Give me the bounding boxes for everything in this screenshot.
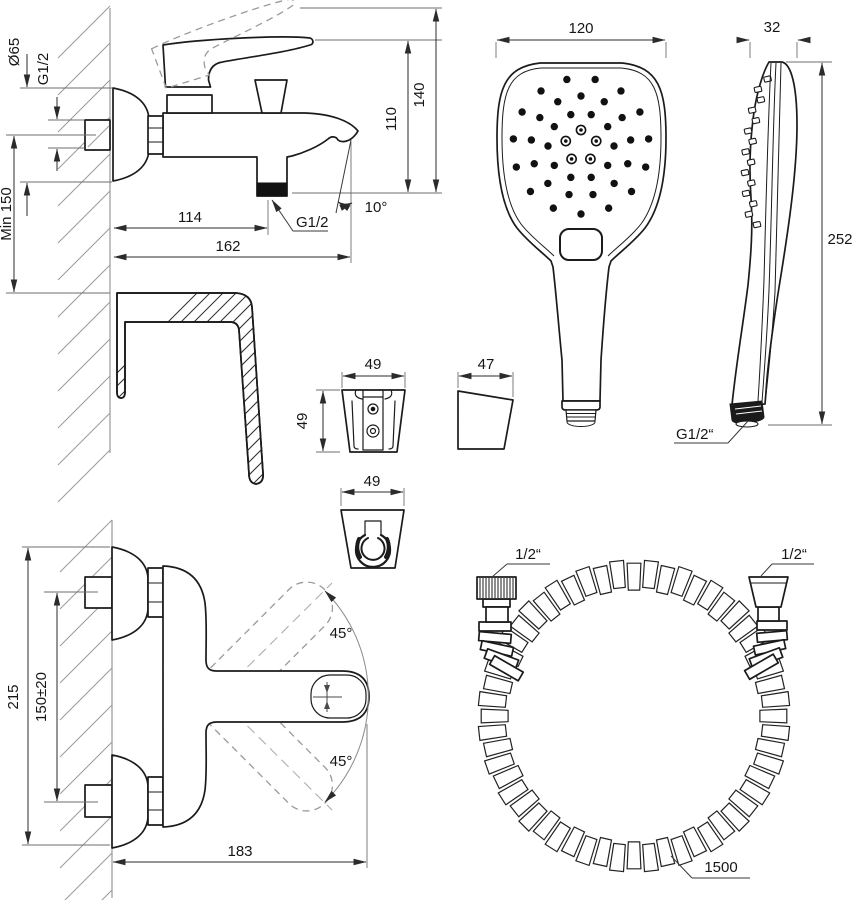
dim-overall-height: 215 — [5, 684, 22, 709]
dim-holder-width: 49 — [365, 356, 382, 373]
handle-thread-front — [561, 400, 601, 427]
handshower-front-view: 120 — [495, 20, 667, 427]
mixer-side-view: Ø65 G1/2 Min 150 114 162 110 140 10° G1/… — [0, 0, 442, 294]
screw-hole-bottom — [366, 424, 380, 438]
mixer-side-extensions — [6, 7, 442, 294]
dim-reach-114: 114 — [178, 209, 202, 226]
escutcheon-side — [112, 87, 150, 182]
hex-nut-front-top — [147, 567, 164, 618]
spray-nozzles — [509, 75, 653, 218]
dim-head-width: 120 — [568, 20, 593, 37]
handle-center-cross — [313, 682, 342, 712]
dim-head-depth: 32 — [764, 19, 781, 36]
hose-left-fitting — [476, 576, 525, 682]
dim-height-140: 140 — [411, 82, 428, 107]
mixer-front-view: 215 150±20 45° 45° 183 — [5, 546, 370, 868]
hose-coil-ribs — [477, 559, 791, 873]
wall-pipe-stub-top — [84, 576, 113, 609]
hose-right-fitting — [743, 576, 789, 681]
hex-nut-front-bottom — [147, 776, 164, 826]
outlet-aerator — [256, 182, 288, 197]
dim-holder-bottom-width: 49 — [364, 473, 381, 490]
holder-front-view: 49 49 — [294, 356, 406, 453]
spray-mode-button — [559, 228, 603, 261]
stub-hatch-line — [87, 125, 110, 148]
mixer-handle-side — [162, 36, 314, 88]
holder-bottom-view: 49 — [340, 473, 405, 569]
dim-height-110: 110 — [383, 107, 400, 131]
mixer-side-dimensions — [10, 8, 440, 293]
diverter-knob — [254, 79, 288, 114]
side-view-ribs — [740, 75, 772, 229]
escutcheon-front-bottom — [111, 754, 149, 849]
dim-min-height: Min 150 — [0, 187, 15, 240]
wall-hatch-top — [57, 5, 111, 503]
dim-escutcheon-diameter: Ø65 — [6, 38, 23, 66]
wall-pipe-stub-bottom — [84, 784, 113, 818]
dim-swing-down: 45° — [330, 753, 353, 770]
dim-shower-thread: G1/2“ — [676, 426, 714, 443]
screw-hole-top — [367, 403, 379, 415]
dim-hose-length: 1500 — [704, 859, 737, 876]
wall-section-top — [57, 5, 111, 503]
dim-hose-nut-thread: 1/2“ — [515, 546, 541, 563]
dim-outlet-thread: G1/2 — [296, 214, 329, 231]
dim-overall-width: 183 — [227, 843, 252, 860]
mixer-body-spout — [162, 112, 359, 197]
dim-spout-angle: 10° — [365, 199, 388, 216]
dim-reach-162: 162 — [215, 238, 240, 255]
hose-cone — [748, 576, 789, 608]
dim-holder-height: 49 — [294, 413, 311, 430]
dim-holder-depth: 47 — [478, 356, 495, 373]
handle-thread-side — [729, 400, 765, 428]
dim-swing-up: 45° — [330, 625, 353, 642]
hex-nut-side — [147, 115, 164, 155]
dim-connection-spacing: 150±20 — [33, 672, 50, 722]
mixer-body-front — [162, 565, 370, 828]
dim-wall-thread: G1/2 — [35, 53, 52, 86]
swing-arc — [324, 590, 369, 803]
shower-hose-view: 1/2“ 1/2“ 1500 — [476, 546, 814, 879]
handshower-side-view: 32 252 G1/2“ — [674, 19, 853, 444]
dim-hose-cone-thread: 1/2“ — [781, 546, 807, 563]
hose-nut-knurl — [479, 578, 514, 598]
holder-side-view: 47 — [457, 356, 514, 450]
dim-shower-length: 252 — [827, 231, 852, 248]
handle-end-cap — [310, 674, 367, 719]
escutcheon-front-top — [111, 546, 149, 641]
hose-nut — [476, 576, 517, 600]
cartridge-neck — [166, 94, 213, 114]
